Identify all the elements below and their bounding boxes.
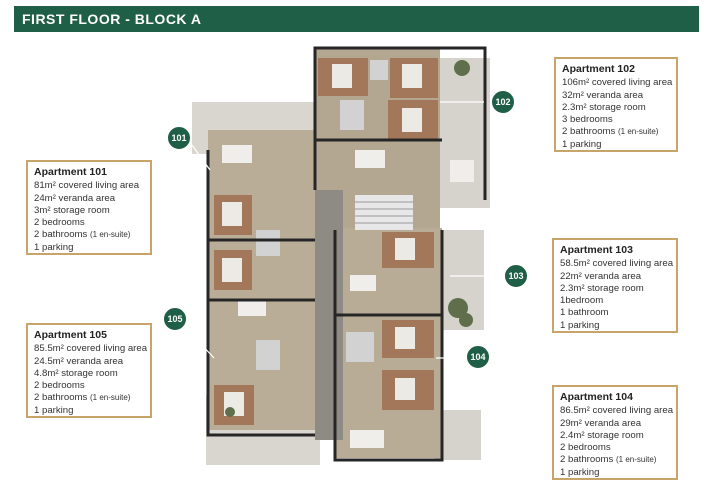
apartment-101-card: Apartment 101 81m² covered living area 2… (26, 160, 152, 255)
storage-room: 4.8m² storage room (34, 367, 118, 379)
apartment-103-card: Apartment 103 58.5m² covered living area… (552, 238, 678, 333)
bathrooms-note: (1 en-suite) (90, 393, 131, 403)
veranda-area: 32m² veranda area (562, 89, 644, 101)
apartment-title: Apartment 104 (560, 391, 633, 403)
veranda-area: 22m² veranda area (560, 270, 642, 282)
bedrooms: 2 bedrooms (34, 217, 85, 229)
marker-102: 102 (491, 90, 515, 114)
apartment-title: Apartment 101 (34, 166, 107, 178)
covered-area: 86.5m² covered living area (560, 405, 674, 417)
page-header: FIRST FLOOR - BLOCK A (14, 6, 699, 32)
storage-room: 2.3m² storage room (560, 282, 644, 294)
parking: 1 parking (34, 241, 74, 253)
bathrooms-line: 2 bathrooms (1 en-suite) (34, 392, 144, 404)
bathrooms: 2 bathrooms (34, 229, 88, 241)
page-title: FIRST FLOOR - BLOCK A (22, 11, 202, 27)
parking: 1 parking (560, 319, 600, 331)
floor-plan-image (185, 46, 504, 465)
bathrooms-line: 2 bathrooms (1 en-suite) (560, 454, 670, 466)
bedrooms: 2 bedrooms (34, 380, 85, 392)
apartment-title: Apartment 102 (562, 63, 635, 75)
bathrooms: 2 bathrooms (34, 392, 88, 404)
veranda-area: 24.5m² veranda area (34, 355, 124, 367)
bathrooms-line: 2 bathrooms (1 en-suite) (562, 126, 670, 138)
apartment-title: Apartment 105 (34, 329, 107, 341)
veranda-area: 24m² veranda area (34, 192, 116, 204)
bathrooms: 2 bathrooms (562, 126, 616, 138)
bathrooms-line: 2 bathrooms (1 en-suite) (34, 229, 144, 241)
bathrooms: 2 bathrooms (560, 454, 614, 466)
parking: 1 parking (562, 138, 602, 150)
veranda-area: 29m² veranda area (560, 417, 642, 429)
covered-area: 106m² covered living area (562, 77, 673, 89)
covered-area: 85.5m² covered living area (34, 343, 148, 355)
parking: 1 parking (560, 466, 600, 478)
apartment-title: Apartment 103 (560, 244, 633, 256)
bathrooms: 1 bathroom (560, 307, 609, 319)
covered-area: 81m² covered living area (34, 180, 140, 192)
bedrooms: 3 bedrooms (562, 114, 613, 126)
storage-room: 2.3m² storage room (562, 101, 646, 113)
apartment-105-card: Apartment 105 85.5m² covered living area… (26, 323, 152, 418)
marker-105: 105 (163, 307, 187, 331)
bathrooms-note: (1 en-suite) (618, 127, 659, 137)
parking: 1 parking (34, 404, 74, 416)
apartment-104-card: Apartment 104 86.5m² covered living area… (552, 385, 678, 480)
bathrooms-note: (1 en-suite) (616, 455, 657, 465)
apartment-102-card: Apartment 102 106m² covered living area … (554, 57, 678, 152)
bedrooms: 2 bedrooms (560, 442, 611, 454)
marker-101: 101 (167, 126, 191, 150)
bathrooms-note: (1 en-suite) (90, 230, 131, 240)
covered-area: 58.5m² covered living area (560, 258, 674, 270)
bedrooms: 1bedroom (560, 295, 604, 307)
storage-room: 3m² storage room (34, 204, 110, 216)
storage-room: 2.4m² storage room (560, 429, 644, 441)
marker-104: 104 (466, 345, 490, 369)
bathrooms-line: 1 bathroom (560, 307, 670, 319)
marker-103: 103 (504, 264, 528, 288)
